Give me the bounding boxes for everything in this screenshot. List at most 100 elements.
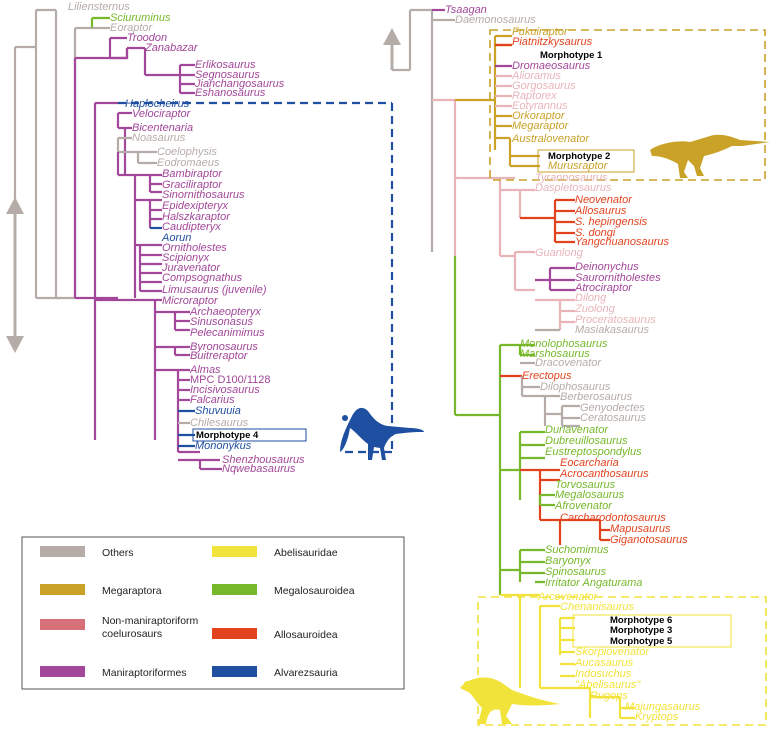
right-taxon-label: Berberosaurus [560,391,633,403]
right-taxon-label: Morphotype 3 [610,625,672,636]
right-taxon-label: Spinosaurus [545,566,607,578]
right-taxon-label: Monolophosaurus [520,338,608,350]
right-tree-branches [392,8,635,720]
right-taxon-label: Marshosaurus [520,348,590,360]
left-taxon-label: Eshanosaurus [195,87,266,99]
left-taxon-label: Compsognathus [162,272,243,284]
right-taxon-label: Eocarcharia [560,457,619,469]
legend-swatch [40,546,85,557]
abelisaur-silhouette [460,677,560,724]
legend-label: Allosauroidea [274,629,338,641]
right-taxon-label: Suchomimus [545,544,609,556]
left-taxon-label: Microraptor [162,295,219,307]
right-taxon-label: Dilophosaurus [540,381,611,393]
right-taxon-label: Dromaeosaurus [512,60,591,72]
legend-swatch [40,666,85,677]
right-taxon-label: Gorgosaurus [512,80,576,92]
legend-swatch [212,628,257,639]
right-arrow [383,28,401,70]
left-tree-labels: LiliensternusSciuruminusEoraptorTroodonZ… [68,1,305,475]
right-taxon-label: Morphotype 2 [548,151,610,162]
right-taxon-label: Daspletosaurus [535,182,612,194]
right-taxon-label: Skorpiovenator [575,646,650,658]
left-taxon-label: Almas [189,364,221,376]
left-taxon-label: Graciliraptor [162,179,223,191]
right-taxon-label: Eotyrannus [512,100,568,112]
left-taxon-label: Falcarius [190,394,235,406]
right-taxon-label: Dubreuillosaurus [545,435,628,447]
legend-swatch [212,584,257,595]
right-taxon-label: Rugops [590,690,628,702]
right-taxon-label: Irritator Angaturama [545,577,642,589]
left-taxon-label: Aorun [161,232,191,244]
right-taxon-label: Majungasaurus [625,701,701,713]
left-taxon-label: Shenzhousaurus [222,454,305,466]
left-taxon-label: Coelophysis [157,146,217,158]
right-taxon-label: Afrovenator [554,500,613,512]
legend-label: Megalosauroidea [274,585,355,597]
left-taxon-label: Byronosaurus [190,341,258,353]
right-taxon-label: Saurornitholestes [575,272,661,284]
left-arrow [6,197,24,353]
left-taxon-label: Morphotype 4 [196,430,259,441]
right-taxon-label: Murusraptor [548,160,609,172]
right-taxon-label: Ceratosaurus [580,412,647,424]
legend-label-line2: coelurosaurs [102,628,162,640]
legend-label: Alvarezsauria [274,667,338,679]
legend-swatch [212,546,257,557]
right-taxon-label: Tyrannosaurus [535,172,608,184]
left-taxon-label: Noasaurus [132,132,186,144]
left-taxon-label: Juravenator [161,262,221,274]
right-taxon-label: Arcovenator [537,591,599,603]
right-taxon-label: "Abelisaurus" [575,679,641,691]
right-taxon-label: Dracovenator [535,357,602,369]
legend-frame [21,536,405,690]
left-taxon-label: Archaeopteryx [189,306,261,318]
right-taxon-label: S. hepingensis [575,216,648,228]
left-tree-branches [13,8,394,471]
right-taxon-label: Mapusaurus [610,523,671,535]
right-taxon-label: Kryptops [635,711,679,723]
left-taxon-label: MPC D100/1128 [190,374,271,386]
right-taxon-label: Eustreptospondylus [545,446,642,458]
left-taxon-label: Velociraptor [132,108,192,120]
right-taxon-label: Giganotosaurus [610,534,688,546]
right-taxon-label: Guanlong [535,247,584,259]
right-taxon-label: Erectopus [522,370,572,382]
right-taxon-label: Megalosaurus [555,489,625,501]
left-taxon-label: Bicentenaria [132,122,193,134]
left-taxon-label: Jianchangosaurus [194,78,285,90]
dashed-boxes [477,29,767,726]
legend-label: Maniraptoriformes [102,667,187,679]
left-taxon-label: Eoraptor [110,22,154,34]
right-taxon-label: Masiakasaurus [575,324,649,336]
left-taxon-label: Segnosaurus [195,69,260,81]
right-taxon-label: Torvosaurus [555,479,616,491]
legend-label: Others [102,547,134,559]
left-taxon-label: Erlikosaurus [195,59,256,71]
left-taxon-label: Mononykus [195,440,252,452]
right-taxon-label: Carcharodontosaurus [560,512,666,524]
right-taxon-label: Morphotype 5 [610,636,673,647]
right-taxon-label: Dilong [575,292,607,304]
legend-label: Non-maniraptoriform [102,615,199,627]
legend-swatch [40,619,85,630]
right-taxon-label: Deinonychus [575,261,639,273]
left-taxon-label: Caudipteryx [162,221,221,233]
right-taxon-label: Fukuiraptor [512,26,569,38]
right-taxon-label: Zuolong [574,303,616,315]
left-taxon-label: Nqwebasaurus [222,463,296,475]
right-taxon-label: Alioramus [511,70,561,82]
left-taxon-label: Liliensternus [68,1,130,13]
right-taxon-label: Neovenator [575,194,633,206]
left-taxon-label: Buitreraptor [190,350,249,362]
morphotype-boxes [537,149,732,648]
right-tree-labels: TsaaganDaemonosaurusFukuiraptorPiatnitzk… [445,4,701,723]
left-taxon-label: Halszkaraptor [162,211,231,223]
left-taxon-label: Sinusonasus [190,316,253,328]
left-taxon-label: Pelecanimimus [190,327,265,339]
right-taxon-label: Baryonyx [545,555,591,567]
right-taxon-label: Chenanisaurus [560,601,634,613]
